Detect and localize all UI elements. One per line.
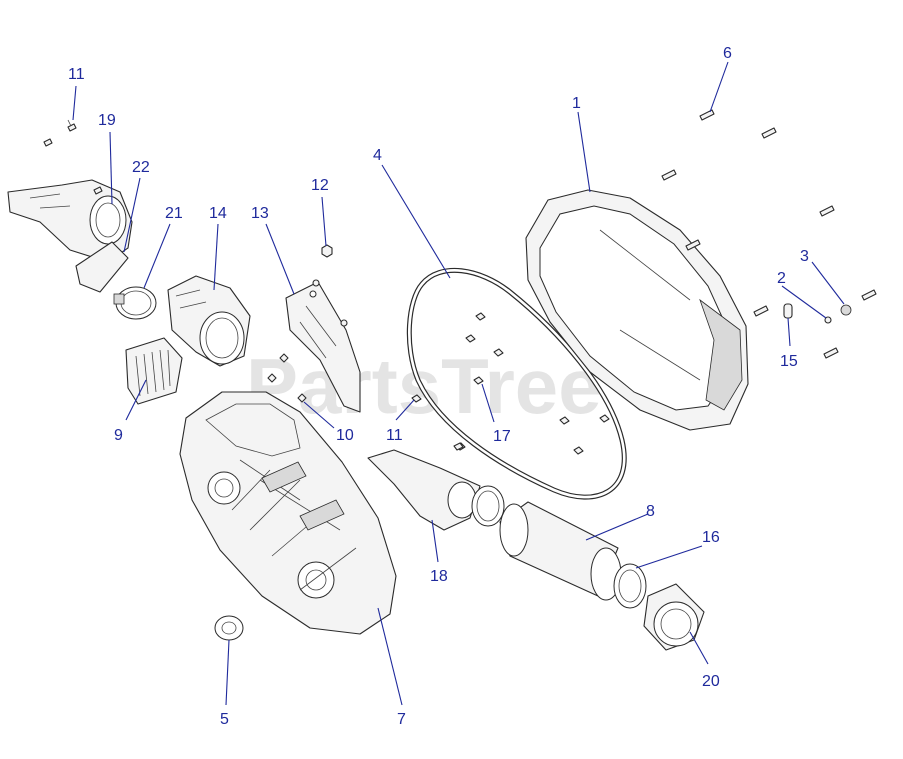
callout-12[interactable]: 12 [311,177,329,194]
part-13-bracket-plate[interactable] [285,281,361,413]
callout-18[interactable]: 18 [430,568,448,585]
callout-10[interactable]: 10 [336,427,354,444]
part-22-flap[interactable] [75,241,129,293]
callout-19[interactable]: 19 [98,112,116,129]
callout-6[interactable]: 6 [723,45,732,62]
callout-16[interactable]: 16 [702,529,720,546]
callout-3[interactable]: 3 [800,248,809,265]
part-20-boot[interactable] [643,583,705,651]
part-12-nut[interactable] [312,244,348,327]
part-5-washer[interactable] [214,615,244,641]
callout-17[interactable]: 17 [493,428,511,445]
callout-4[interactable]: 4 [373,147,382,164]
screws-10[interactable] [267,353,307,403]
callout-20[interactable]: 20 [702,673,720,690]
part-8-tube[interactable] [499,501,622,601]
part-16-clamp[interactable] [613,563,647,609]
part-15-pin[interactable] [783,303,793,319]
callout-21[interactable]: 21 [165,205,183,222]
callout-22[interactable]: 22 [132,159,150,176]
bolts-6[interactable] [661,109,877,359]
callout-7[interactable]: 7 [397,711,406,728]
part-7-inner-cover[interactable] [179,391,397,635]
clamp-18[interactable] [471,485,505,527]
callout-9[interactable]: 9 [114,427,123,444]
callout-5[interactable]: 5 [220,711,229,728]
callout-11-center[interactable]: 11 [386,427,403,444]
callout-labels: 1 2 3 4 5 6 7 8 9 10 11 11 12 13 14 15 1… [68,45,809,728]
callout-14[interactable]: 14 [209,205,227,222]
part-9-filter-screen[interactable] [125,337,183,405]
screws-17[interactable] [411,312,610,455]
part-1-outer-cover[interactable] [525,189,749,431]
part-14-intake-adapter[interactable] [167,275,251,367]
part-18-exhaust-duct[interactable] [367,442,481,531]
callout-13[interactable]: 13 [251,205,269,222]
screw-11a[interactable] [43,119,103,195]
callout-15[interactable]: 15 [780,353,798,370]
callout-2[interactable]: 2 [777,270,786,287]
part-4-belt[interactable] [406,267,627,500]
part-2-washer[interactable] [824,316,832,324]
callout-8[interactable]: 8 [646,503,655,520]
callout-11-top[interactable]: 11 [68,66,85,83]
leader-lines [72,61,845,706]
part-3-cap-nut[interactable] [840,304,852,316]
part-21-hose-clamp[interactable] [113,286,157,320]
callout-1[interactable]: 1 [572,95,581,112]
part-19-inlet-duct[interactable] [7,179,133,263]
